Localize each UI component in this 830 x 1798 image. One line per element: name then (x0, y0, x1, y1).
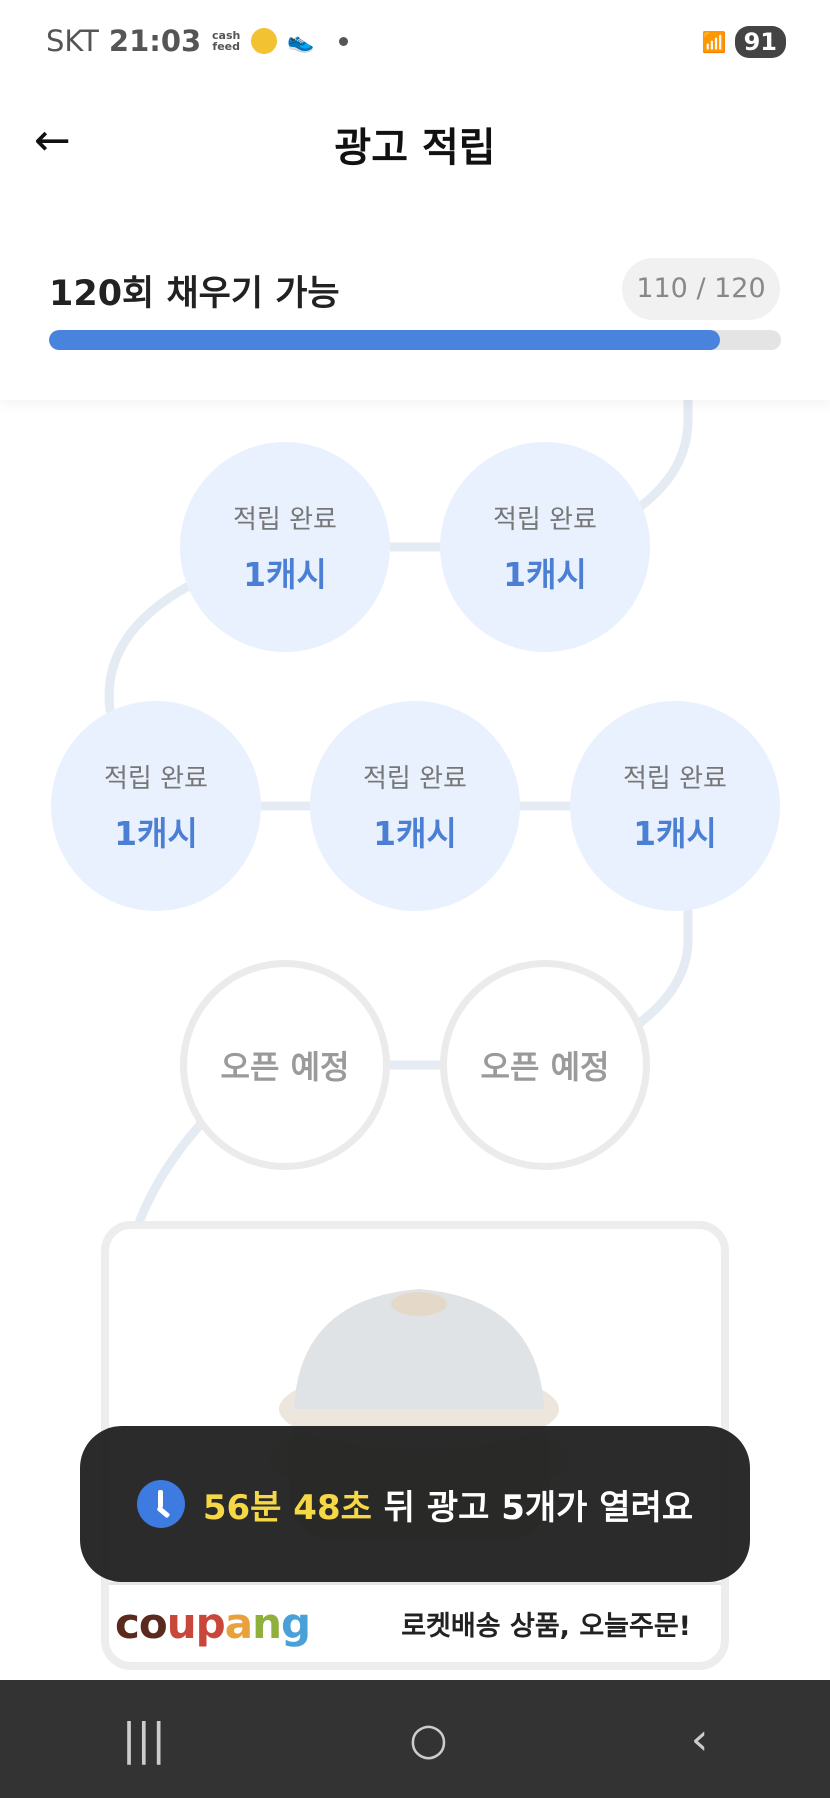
progress-label: 120회 채우기 가능 (49, 274, 340, 314)
countdown-toast: 56분 48초 뒤 광고 5개가 열려요 (80, 1426, 750, 1582)
coupang-logo: coupang (115, 1599, 311, 1648)
wifi-icon: 📶 (701, 30, 727, 54)
header: ← 광고 적립 (0, 95, 830, 185)
ad-node-1[interactable]: 적립 완료 1캐시 (180, 442, 390, 652)
ad-node-5[interactable]: 적립 완료 1캐시 (570, 701, 780, 911)
recents-button[interactable]: ||| (121, 1713, 167, 1765)
node-status: 오픈 예정 (480, 1048, 610, 1086)
route-path (104, 375, 693, 1225)
node-reward: 1캐시 (373, 813, 457, 853)
logo-letter: c (115, 1599, 140, 1648)
toast-message: 뒤 광고 5개가 열려요 (371, 1487, 694, 1528)
node-reward: 1캐시 (503, 554, 587, 594)
node-status: 적립 완료 (493, 504, 597, 535)
logo-letter: n (252, 1599, 282, 1648)
ad-text: 로켓배송 상품, 오늘주문! (401, 1611, 691, 1642)
clock-time: 21:03 (108, 24, 202, 58)
countdown-time: 56분 48초 (202, 1487, 372, 1528)
progress-bar-fill (49, 330, 720, 350)
page-title: 광고 적립 (334, 125, 496, 171)
progress-count-badge: 110 / 120 (622, 258, 780, 320)
node-status: 적립 완료 (104, 763, 208, 794)
clock-icon (136, 1480, 185, 1528)
logo-letter: p (195, 1599, 226, 1648)
ad-node-3[interactable]: 적립 완료 1캐시 (51, 701, 261, 911)
node-reward: 1캐시 (633, 813, 717, 853)
logo-letter: o (138, 1599, 168, 1648)
logo-letter: a (224, 1599, 253, 1648)
progress-bar (49, 330, 781, 350)
cashfeed-icon: cash feed (212, 29, 241, 53)
system-back-button[interactable]: ‹ (690, 1713, 709, 1765)
status-bar: SKT 21:03 cash feed 👟 📶 91 (0, 0, 830, 95)
notification-dot-icon (338, 36, 348, 46)
ad-node-7[interactable]: 오픈 예정 (440, 960, 650, 1170)
ad-node-4[interactable]: 적립 완료 1캐시 (310, 701, 520, 911)
node-status: 적립 완료 (363, 763, 467, 794)
back-button[interactable]: ← (34, 115, 71, 166)
system-nav-bar: ||| ○ ‹ (0, 1680, 830, 1798)
node-reward: 1캐시 (243, 554, 327, 594)
logo-letter: g (281, 1599, 311, 1648)
node-status: 적립 완료 (623, 763, 727, 794)
node-status: 오픈 예정 (220, 1048, 350, 1086)
battery-indicator: 91 (734, 26, 786, 58)
node-status: 적립 완료 (233, 504, 337, 535)
progress-card: 120회 채우기 가능 110 / 120 (0, 185, 830, 400)
ad-node-2[interactable]: 적립 완료 1캐시 (440, 442, 650, 652)
coin-icon (251, 28, 278, 54)
logo-letter: u (166, 1599, 197, 1648)
shoe-icon: 👟 (287, 28, 315, 54)
carrier: SKT (46, 24, 99, 58)
home-button[interactable]: ○ (409, 1713, 448, 1765)
ad-node-6[interactable]: 오픈 예정 (180, 960, 390, 1170)
node-reward: 1캐시 (114, 813, 198, 853)
